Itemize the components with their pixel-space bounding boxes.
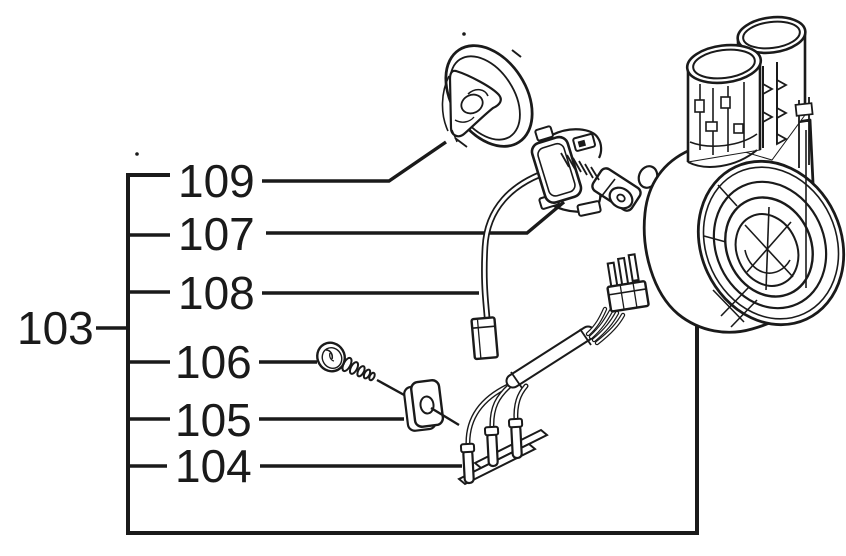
callout-number-109: 109 bbox=[178, 155, 255, 207]
cap-swirl bbox=[460, 93, 484, 115]
part-grommet-105 bbox=[403, 379, 460, 432]
valve-plunger-face bbox=[608, 186, 634, 210]
callout-number-105: 105 bbox=[175, 394, 252, 446]
part-wiring-harness-104 bbox=[457, 253, 650, 486]
screw-slot bbox=[325, 349, 334, 360]
harness-boots bbox=[459, 417, 524, 485]
stray-dot bbox=[462, 32, 466, 36]
callout-number-106: 106 bbox=[175, 336, 252, 388]
screw-threads bbox=[341, 356, 376, 382]
housing-ring-rim bbox=[702, 166, 840, 320]
screw-axis-line bbox=[376, 378, 407, 398]
cap-notch bbox=[511, 49, 522, 58]
grommet-hole bbox=[419, 395, 435, 415]
connector-pin bbox=[627, 253, 640, 283]
connector-dividers bbox=[619, 282, 638, 310]
pipe-barbs bbox=[762, 78, 788, 146]
connector-band bbox=[608, 288, 647, 296]
grommet-front-face bbox=[410, 379, 445, 428]
pipe-ribs bbox=[762, 62, 778, 148]
part-cover-cap-109 bbox=[441, 44, 534, 148]
valve-tab-top bbox=[534, 125, 554, 142]
screw-head-rim bbox=[321, 347, 343, 369]
leader-109 bbox=[262, 140, 447, 183]
leader-107 bbox=[266, 200, 566, 235]
harness-fan-wires bbox=[585, 306, 626, 346]
valve-yoke-top bbox=[551, 128, 603, 159]
cable-connector-body bbox=[470, 316, 499, 361]
pipe-base-edge bbox=[687, 149, 758, 168]
housing-flange-ribs bbox=[703, 184, 758, 328]
callout-number-107: 107 bbox=[178, 208, 255, 260]
valve-spring-coil bbox=[560, 152, 600, 181]
harness-connector bbox=[606, 253, 650, 313]
part-blower-housing bbox=[637, 15, 846, 334]
cap-tail bbox=[451, 129, 458, 143]
cable-wire-core bbox=[482, 168, 555, 319]
cable-connector-facet bbox=[476, 319, 482, 358]
cable-connector bbox=[470, 316, 499, 361]
part-screw-106 bbox=[316, 341, 407, 398]
pipe-clip-rail bbox=[794, 97, 814, 168]
housing-impeller-spokes bbox=[744, 206, 794, 291]
callout-number-103: 103 bbox=[17, 302, 94, 354]
cap-inner-plate bbox=[448, 69, 502, 138]
cap-left-edge bbox=[441, 75, 450, 132]
bracket-outline bbox=[126, 173, 699, 535]
harness-sleeve bbox=[505, 325, 596, 389]
housing-outlet-pipe-left bbox=[685, 43, 763, 168]
valve-top-block-slot bbox=[577, 139, 587, 148]
callout-number-108: 108 bbox=[178, 267, 255, 319]
valve-plunger-band bbox=[600, 178, 616, 198]
cable-connector-band bbox=[472, 325, 496, 330]
cap-accent-line bbox=[467, 88, 489, 97]
part-solenoid-valve-107 bbox=[530, 125, 642, 217]
valve-foot bbox=[576, 200, 602, 217]
valve-plunger-hole bbox=[616, 193, 626, 203]
part-sensor-cable-108 bbox=[470, 166, 557, 361]
pipe-mouth-inner bbox=[742, 20, 801, 50]
pipe-cutaway-clips bbox=[694, 96, 744, 134]
callout-number-104: 104 bbox=[175, 440, 252, 492]
connector-body bbox=[606, 280, 650, 313]
cap-tail bbox=[454, 137, 468, 148]
stray-dot bbox=[135, 152, 139, 156]
cap-accent-line bbox=[454, 116, 475, 123]
valve-flange bbox=[530, 135, 583, 204]
screw-slot bbox=[329, 352, 335, 362]
connector-pin bbox=[616, 256, 630, 286]
leader-lines bbox=[259, 140, 566, 468]
callout-bracket bbox=[96, 173, 699, 535]
grommet-axis-line bbox=[430, 406, 460, 427]
pipe-mouth-inner bbox=[692, 48, 756, 80]
